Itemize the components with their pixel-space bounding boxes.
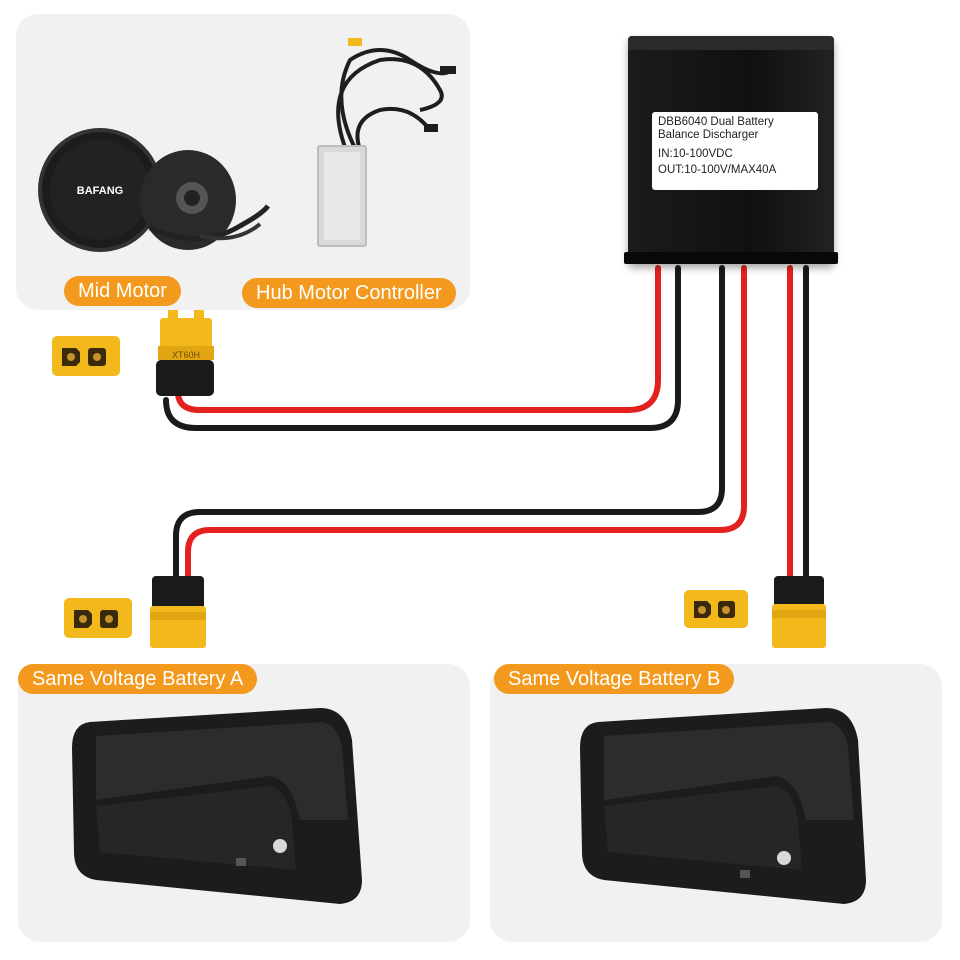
battery-a-wires (173, 265, 747, 583)
motor-brand-text: BAFANG (77, 185, 123, 197)
xt60-female-connector-top (52, 336, 120, 376)
device-label: DBB6040 Dual Battery Balance Discharger … (652, 112, 818, 190)
battery-b-badge: Same Voltage Battery B (494, 664, 735, 694)
balance-discharger-box: DBB6040 Dual Battery Balance Discharger … (624, 36, 838, 264)
mid-motor-badge: Mid Motor (64, 276, 181, 306)
xt60-male-connector-a (150, 576, 206, 648)
output-wires (163, 265, 681, 431)
battery-b-illustration (580, 708, 866, 904)
hub-controller-badge: Hub Motor Controller (242, 278, 456, 308)
xt60-female-connector-b (684, 590, 748, 628)
battery-a-illustration (72, 708, 362, 904)
hub-controller-illustration (317, 38, 456, 247)
connector-label: XT60H (172, 350, 200, 360)
battery-b-wires (787, 265, 809, 583)
xt60h-male-connector-top: XT60H (156, 310, 214, 396)
xt60-male-connector-b (772, 576, 826, 648)
device-label-line1: DBB6040 Dual Battery (658, 116, 774, 128)
device-label-line4: OUT:10-100V/MAX40A (658, 164, 777, 176)
xt60-female-connector-a (64, 598, 132, 638)
battery-a-badge: Same Voltage Battery A (18, 664, 258, 694)
box-bottom-edge (624, 252, 838, 264)
mid-motor-illustration: BAFANG (38, 128, 270, 252)
box-top-edge (628, 36, 834, 50)
device-label-line3: IN:10-100VDC (658, 148, 733, 160)
device-label-line2: Balance Discharger (658, 129, 759, 141)
